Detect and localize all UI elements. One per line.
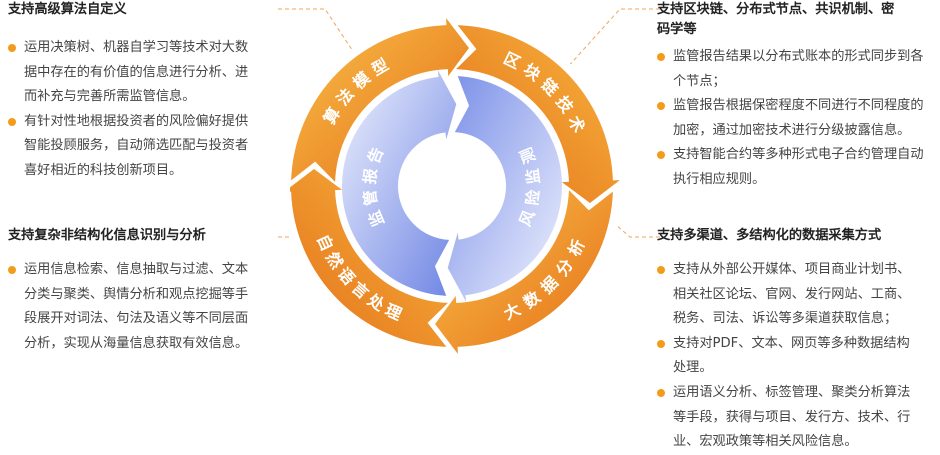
bullet-line: 支持智能合约等多种形式电子合约管理自动 xyxy=(673,147,924,163)
bullet-dot-icon xyxy=(657,151,665,160)
bullet-line: 税务、司法、诉讼等多渠道获取信息； xyxy=(673,311,898,327)
bullet-line: 运用决策树、机器自学习等技术对大数 xyxy=(24,40,249,55)
bullet-item: 运用语义分析、标签管理、聚类分析算法等手段，获得与项目、发行方、技术、行业、宏观… xyxy=(657,381,940,455)
outer-segment-bigdata xyxy=(435,190,613,354)
bullet-line: 业、宏观政策等相关风险信息。 xyxy=(673,434,858,450)
bullet-dot-icon xyxy=(657,102,665,111)
bullet-item: 监管报告结果以分布式账本的形式同步到各个节点； xyxy=(657,45,940,94)
label-char: 险 xyxy=(522,187,543,207)
panel-title: 支持高级算法自定义 xyxy=(8,2,127,17)
bullet-list: 支持从外部公开媒体、项目商业计划书、相关社区论坛、官网、发行网站、工商、税务、司… xyxy=(657,258,940,455)
panel-advanced-algorithms: 支持高级算法自定义 运用决策树、机器自学习等技术对大数据中存在的有价值的信息进行… xyxy=(8,0,280,184)
outer-ring xyxy=(290,18,620,354)
bullet-line: 支持对PDF、文本、网页等多种数据结构 xyxy=(673,335,910,351)
panel-unstructured-info: 支持复杂非结构化信息识别与分析 运用信息检索、信息抽取与过滤、文本分类与聚类、舆… xyxy=(8,226,280,356)
bullet-line: 喜好相近的科技创新项目。 xyxy=(24,162,183,178)
bullet-line: 运用信息检索、信息抽取与过滤、文本 xyxy=(24,262,249,277)
bullet-line: 执行相应规则。 xyxy=(673,171,766,187)
bullet-line: 分析，实现从海量信息获取有效信息。 xyxy=(24,335,249,351)
bullet-line: 加密，通过加密技术进行分级披露信息。 xyxy=(673,122,911,138)
bullet-line: 等手段，获得与项目、发行方、技术、行 xyxy=(673,409,911,425)
panel-title-line: 码学等 xyxy=(657,22,697,37)
bullet-line: 处理。 xyxy=(673,360,713,376)
bullet-dot-icon xyxy=(657,266,665,274)
label-regulatory-report: 监管报告 xyxy=(360,143,388,230)
panel-title-line: 支持区块链、分布式节点、共识机制、密 xyxy=(657,2,895,17)
bullet-item: 有针对性地根据投资者的风险偏好提供智能投顾服务，自动筛选匹配与投资者喜好相近的科… xyxy=(8,110,280,184)
panel-blockchain: 支持区块链、分布式节点、共识机制、密码学等 监管报告结果以分布式账本的形式同步到… xyxy=(657,0,940,193)
cycle-diagram: 算法模型区块链技术大数据分析自然语言处理 风险监测监管报告 xyxy=(290,16,622,356)
label-char: 管 xyxy=(360,187,381,207)
bullet-item: 支持对PDF、文本、网页等多种数据结构处理。 xyxy=(657,332,940,381)
inner-segment-risk xyxy=(447,76,563,303)
bullet-line: 运用语义分析、标签管理、聚类分析算法 xyxy=(673,384,911,400)
bullet-dot-icon xyxy=(8,266,16,274)
bullet-line: 据中存在的有价值的信息进行分析、进 xyxy=(24,64,249,80)
bullet-dot-icon xyxy=(657,339,665,348)
bullet-dot-icon xyxy=(8,44,16,52)
label-char: 监 xyxy=(364,206,388,229)
outer-segment-blockchain xyxy=(456,25,620,203)
label-char: 报 xyxy=(360,165,381,185)
panel-title: 支持复杂非结构化信息识别与分析 xyxy=(8,228,206,243)
bullet-item: 运用决策树、机器自学习等技术对大数据中存在的有价值的信息进行分析、进而补充与完善… xyxy=(8,36,280,110)
bullet-line: 个节点； xyxy=(673,73,726,89)
bullet-line: 监管报告结果以分布式账本的形式同步到各 xyxy=(673,49,924,64)
bullet-dot-icon xyxy=(8,117,16,126)
label-char: 风 xyxy=(516,206,539,229)
panel-title: 支持区块链、分布式节点、共识机制、密码学等 xyxy=(657,0,940,40)
inner-segment-report xyxy=(341,69,457,296)
bullet-item: 监管报告根据保密程度不同进行不同程度的加密，通过加密技术进行分级披露信息。 xyxy=(657,94,940,143)
bullet-item: 运用信息检索、信息抽取与过滤、文本分类与聚类、舆情分析和观点挖掘等手段展开对词法… xyxy=(8,258,280,356)
bullet-list: 运用信息检索、信息抽取与过滤、文本分类与聚类、舆情分析和观点挖掘等手段展开对词法… xyxy=(8,258,280,356)
outer-segment-algorithm xyxy=(291,18,469,182)
bullet-line: 相关社区论坛、官网、发行网站、工商、 xyxy=(673,286,911,302)
bullet-line: 支持从外部公开媒体、项目商业计划书、 xyxy=(673,262,911,277)
label-char: 告 xyxy=(364,143,388,166)
bullet-line: 有针对性地根据投资者的风险偏好提供 xyxy=(24,113,249,129)
bullet-list: 运用决策树、机器自学习等技术对大数据中存在的有价值的信息进行分析、进而补充与完善… xyxy=(8,36,280,184)
bullet-line: 智能投顾服务，自动筛选匹配与投资者 xyxy=(24,138,249,154)
panel-title: 支持多渠道、多结构化的数据采集方式 xyxy=(657,228,882,243)
bullet-line: 而补充与完善所需监管信息。 xyxy=(24,89,196,105)
panel-data-collection: 支持多渠道、多结构化的数据采集方式 支持从外部公开媒体、项目商业计划书、相关社区… xyxy=(657,226,940,455)
inner-ring xyxy=(341,69,563,303)
bullet-dot-icon xyxy=(657,388,665,397)
bullet-list: 监管报告结果以分布式账本的形式同步到各个节点；监管报告根据保密程度不同进行不同程… xyxy=(657,45,940,193)
bullet-line: 监管报告根据保密程度不同进行不同程度的 xyxy=(673,98,924,114)
outer-segment-nlp xyxy=(290,169,448,347)
bullet-line: 分类与聚类、舆情分析和观点挖掘等手 xyxy=(24,286,249,302)
label-char: 监 xyxy=(522,165,543,185)
bullet-item: 支持智能合约等多种形式电子合约管理自动执行相应规则。 xyxy=(657,143,940,192)
bullet-line: 段展开对词法、句法及语义等不同层面 xyxy=(24,311,249,327)
bullet-dot-icon xyxy=(657,53,665,61)
bullet-item: 支持从外部公开媒体、项目商业计划书、相关社区论坛、官网、发行网站、工商、税务、司… xyxy=(657,258,940,332)
label-char: 测 xyxy=(515,143,539,166)
